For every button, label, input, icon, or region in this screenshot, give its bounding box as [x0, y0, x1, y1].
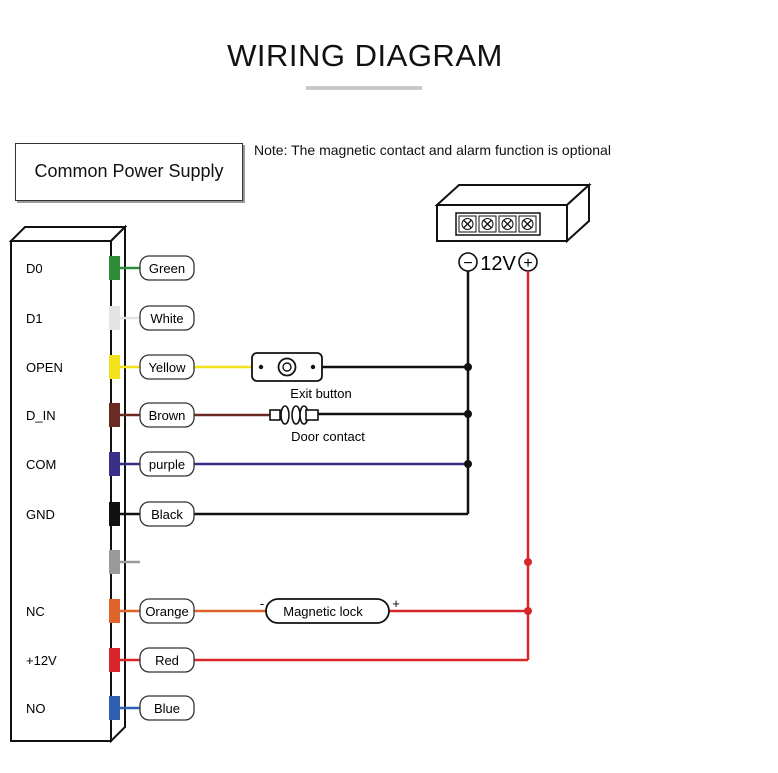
- terminal-row: NC Orange: [26, 598, 195, 624]
- wire-color-label: purple: [149, 457, 185, 472]
- lock-minus-symbol: -: [260, 596, 264, 611]
- pin-label: NO: [26, 701, 46, 716]
- wire-tag: [139, 402, 195, 428]
- junction-dot: [524, 558, 532, 566]
- junction-dot: [464, 363, 472, 371]
- wire-color-label: Brown: [149, 408, 186, 423]
- wire-tag: [139, 501, 195, 527]
- junction-dot: [464, 460, 472, 468]
- junction-dots: [464, 363, 532, 615]
- screw-terminal-icon: [478, 215, 497, 233]
- terminal-row: GND Black: [26, 501, 195, 527]
- wire-color-block: [109, 648, 120, 672]
- exit-button-component: Exit button: [251, 352, 352, 401]
- junction-dot: [524, 607, 532, 615]
- wire-color-label: Black: [151, 507, 183, 522]
- screw-terminal-icon: [458, 215, 477, 233]
- magnet-icon: [280, 405, 290, 425]
- wire-color-block: [109, 256, 120, 280]
- negative-symbol: −: [463, 255, 472, 272]
- common-power-supply-box: Common Power Supply: [15, 143, 243, 201]
- wire-color-label: Red: [155, 653, 179, 668]
- exit-button-label: Exit button: [290, 386, 351, 401]
- terminal-row: NO Blue: [26, 695, 195, 721]
- optional-note: Note: The magnetic contact and alarm fun…: [254, 142, 611, 158]
- common-power-supply-label: Common Power Supply: [34, 161, 224, 181]
- magnetic-lock-component: Magnetic lock - +: [260, 596, 400, 624]
- pin-label: NC: [26, 604, 45, 619]
- wire-color-block: [109, 403, 120, 427]
- screw-terminal-icon: [518, 215, 537, 233]
- wire-color-block: [109, 355, 120, 379]
- pin-label: COM: [26, 457, 56, 472]
- bus-lines: [466, 271, 530, 660]
- wire-color-block: [109, 599, 120, 623]
- wire-color-label: Green: [149, 261, 185, 276]
- wire-color-block: [109, 306, 120, 330]
- door-contact-component: Door contact: [269, 405, 365, 444]
- wire-tag: [139, 598, 195, 624]
- door-contact-label: Door contact: [291, 429, 365, 444]
- page-title: WIRING DIAGRAM: [227, 38, 503, 73]
- pin-label: GND: [26, 507, 55, 522]
- terminal-row: OPEN Yellow: [26, 354, 195, 380]
- terminal-row: D_IN Brown: [26, 402, 195, 428]
- wire-color-label: Blue: [154, 701, 180, 716]
- pin-label: +12V: [26, 653, 57, 668]
- terminal-row: D1 White: [26, 305, 195, 331]
- terminal-row: +12V Red: [26, 647, 195, 673]
- wire-color-block: [109, 696, 120, 720]
- pin-label: OPEN: [26, 360, 63, 375]
- pin-label: D1: [26, 311, 43, 326]
- wire-tag: [139, 255, 195, 281]
- lock-plus-symbol: +: [392, 596, 400, 611]
- terminal-row: D0 Green: [26, 255, 195, 281]
- wire-color-label: Orange: [145, 604, 188, 619]
- wire-color-block: [109, 502, 120, 526]
- wire-tag: [139, 647, 195, 673]
- junction-dot: [464, 410, 472, 418]
- wire-tag: [139, 354, 195, 380]
- magnetic-lock-label: Magnetic lock: [283, 604, 363, 619]
- wire-color-block: [109, 452, 120, 476]
- pin-label: D_IN: [26, 408, 56, 423]
- power-supply-unit: − 12V +: [434, 182, 592, 275]
- title-underline: [306, 86, 422, 90]
- wire-color-label: Yellow: [148, 360, 186, 375]
- wire-tag: [139, 451, 195, 477]
- wire-color-block: [109, 550, 120, 574]
- wires: [194, 365, 528, 662]
- terminal-screws: [458, 215, 537, 233]
- pin-label: D0: [26, 261, 43, 276]
- wire-tag: [139, 695, 195, 721]
- screw-terminal-icon: [498, 215, 517, 233]
- terminal-row: [109, 550, 140, 574]
- voltage-label: 12V: [480, 253, 516, 275]
- wire-color-label: White: [150, 311, 183, 326]
- terminal-row: COM purple: [26, 451, 195, 477]
- wire-tag: [139, 305, 195, 331]
- positive-symbol: +: [523, 255, 532, 272]
- magnet-icon: [291, 405, 301, 425]
